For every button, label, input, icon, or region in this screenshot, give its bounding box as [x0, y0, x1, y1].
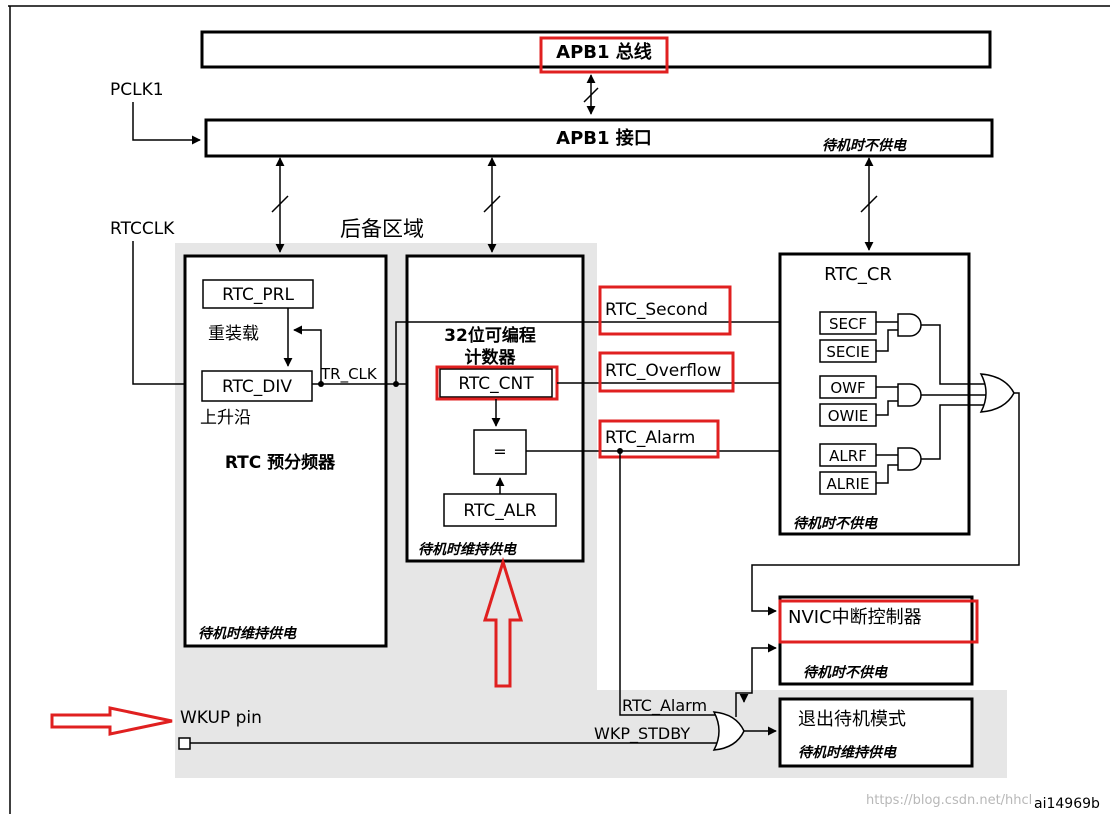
apb1-interface-label: APB1 接口: [556, 127, 652, 149]
counter-label-line1: 32位可编程: [444, 325, 536, 346]
prescaler-block: [183, 254, 388, 648]
apb1-interface-box: [204, 118, 994, 158]
rtc-prl-register: [202, 279, 314, 309]
counter-standby-note: 待机时维持供电: [418, 541, 517, 558]
exit-standby-note: 待机时维持供电: [798, 744, 897, 761]
rtc-div-label: RTC_DIV: [222, 377, 292, 397]
counter-label-line2: 计数器: [465, 347, 517, 368]
rtc-overflow-label: RTC_Overflow: [605, 361, 721, 381]
and-gate-overflow: [897, 383, 922, 407]
comparator-label: =: [493, 442, 506, 461]
rtcclk-label: RTCCLK: [110, 219, 175, 239]
pclk1-label: PCLK1: [110, 80, 164, 100]
nvic-highlight: [778, 599, 979, 644]
prescaler-standby-note: 待机时维持供电: [198, 625, 297, 642]
wkup-pin-label: WKUP pin: [180, 708, 262, 728]
alrie-label: ALRIE: [827, 475, 870, 493]
exit-standby-block: [778, 697, 974, 768]
comparator-box: [473, 429, 527, 475]
owf-label: OWF: [830, 379, 865, 397]
rtc-cr-standby-note: 待机时不供电: [793, 515, 878, 532]
and-gate-second: [897, 313, 922, 337]
rtc-alarm-label: RTC_Alarm: [605, 428, 695, 448]
owie-label: OWIE: [828, 407, 869, 425]
rtc-cr-label: RTC_CR: [824, 264, 892, 285]
figure-id-label: ai14969b: [1034, 796, 1100, 812]
highlight-up-arrow: [482, 556, 524, 688]
rtc-alarm-wake-label: RTC_Alarm: [622, 696, 707, 716]
secf-flag: [819, 311, 877, 335]
exit-standby-label: 退出待机模式: [798, 709, 906, 730]
nvic-label: NVIC中断控制器: [788, 607, 922, 628]
watermark-text: https://blog.csdn.net/hhcl: [866, 793, 1032, 808]
secie-label: SECIE: [826, 343, 869, 361]
wkp-stdby-label: WKP_STDBY: [594, 724, 690, 744]
rtc-prl-label: RTC_PRL: [222, 285, 294, 305]
rtc-cnt-register: [439, 368, 553, 398]
nvic-standby-note: 待机时不供电: [803, 664, 888, 681]
wkup-pin-square[interactable]: [178, 737, 191, 750]
rtc-alr-label: RTC_ALR: [463, 501, 536, 521]
highlight-right-arrow: [50, 706, 173, 736]
tr-clk-label: TR_CLK: [320, 365, 378, 384]
rtc-second-highlight: [598, 285, 732, 336]
rtc-alr-register: [443, 493, 557, 527]
prescaler-label: RTC 预分频器: [225, 452, 336, 473]
rtc-overflow-highlight: [598, 351, 735, 393]
apb1-bus-label: APB1 总线: [556, 41, 652, 63]
apb1-bus-highlight: [539, 36, 669, 74]
rtc-cnt-label: RTC_CNT: [458, 374, 534, 394]
rising-edge-label: 上升沿: [200, 408, 251, 428]
and-gate-alarm: [897, 447, 922, 471]
rtc-div-register: [201, 370, 313, 402]
rtc-alarm-highlight: [598, 419, 720, 459]
or-gate-wakeup: [712, 711, 745, 751]
backup-domain-label: 后备区域: [340, 217, 424, 241]
alrf-label: ALRF: [829, 447, 867, 465]
reload-label: 重装载: [208, 324, 259, 344]
rtc-second-label: RTC_Second: [605, 300, 708, 320]
secf-label: SECF: [829, 315, 867, 333]
or-gate-interrupt: [979, 373, 1015, 413]
apb1-interface-standby-note: 待机时不供电: [822, 137, 907, 154]
